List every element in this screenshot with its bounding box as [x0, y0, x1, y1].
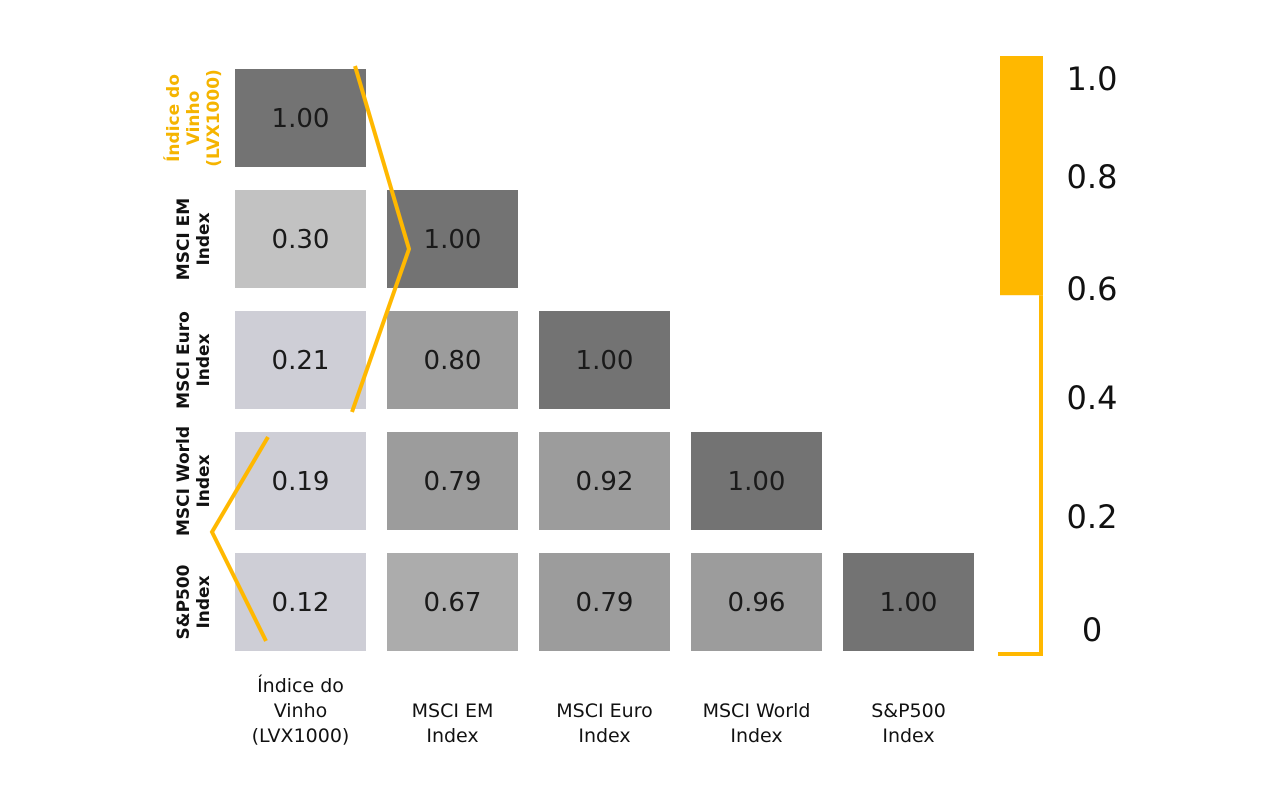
column-label-4-line-0: S&P500: [871, 700, 946, 722]
cell-value-r2-c1: 0.80: [424, 346, 482, 376]
row-label-2: MSCI EuroIndex: [174, 311, 214, 409]
row-label-1: MSCI EMIndex: [174, 198, 214, 280]
column-label-0-line-0: Índice do: [257, 674, 344, 697]
bracket-line-upper: [350, 65, 412, 413]
scale-tick-5: 0: [1082, 611, 1102, 649]
column-label-0: Índice do Vinho (LVX1000): [252, 674, 350, 747]
row-label-0: Índice doVinho(LVX1000): [162, 69, 224, 167]
cell-value-r4-c2: 0.79: [576, 588, 634, 618]
column-label-1-line-0: MSCI EM: [412, 700, 494, 722]
scale-bracket: [998, 295, 1043, 656]
cell-value-r3-c1: 0.79: [424, 467, 482, 497]
cell-r3-c1: [387, 432, 518, 530]
cell-r4-c0: [235, 553, 366, 651]
scale-tick-3: 0.4: [1067, 379, 1118, 417]
column-label-3-line-1: Index: [730, 725, 782, 747]
row-label-1-line-1: Index: [194, 212, 214, 265]
cell-r4-c3: [691, 553, 822, 651]
cell-r1-c1: [387, 190, 518, 288]
row-label-3-line-1: Index: [194, 454, 214, 507]
cell-r4-c2: [539, 553, 670, 651]
column-label-2-line-0: MSCI Euro: [556, 700, 652, 722]
cell-r3-c0: [235, 432, 366, 530]
row-label-4-line-0: S&P500: [174, 564, 194, 639]
cell-value-r0-c0: 1.00: [272, 104, 330, 134]
cell-value-r4-c3: 0.96: [728, 588, 786, 618]
cell-r2-c2: [539, 311, 670, 409]
cell-value-r3-c3: 1.00: [728, 467, 786, 497]
row-label-2-line-1: Index: [194, 333, 214, 386]
row-label-0-line-0: Índice do: [162, 74, 184, 162]
scale-tick-4: 0.2: [1067, 498, 1118, 536]
scale-fill: [1000, 56, 1043, 296]
cell-r2-c1: [387, 311, 518, 409]
row-label-3: MSCI WorldIndex: [174, 426, 214, 536]
cell-value-r4-c1: 0.67: [424, 588, 482, 618]
row-label-0-line-2: (LVX1000): [204, 69, 224, 167]
cell-r4-c1: [387, 553, 518, 651]
row-label-0-line-1: Vinho: [184, 91, 204, 146]
row-label-4-line-1: Index: [194, 575, 214, 628]
bracket-line-lower: [209, 435, 270, 642]
bracket-lines: [209, 65, 412, 642]
scale-tick-1: 0.8: [1067, 158, 1118, 196]
cell-value-r4-c0: 0.12: [272, 588, 330, 618]
cell-value-r2-c2: 1.00: [576, 346, 634, 376]
cell-r1-c0: [235, 190, 366, 288]
cell-r3-c3: [691, 432, 822, 530]
column-label-1-line-1: Index: [426, 725, 478, 747]
row-label-4: S&P500Index: [174, 564, 214, 639]
cell-r2-c0: [235, 311, 366, 409]
column-label-2-line-1: Index: [578, 725, 630, 747]
color-scale: 1.0 0.8 0.6 0.4 0.2 0: [998, 56, 1118, 656]
cell-value-r1-c1: 1.00: [424, 225, 482, 255]
column-label-0-line-1: Vinho: [274, 700, 328, 722]
scale-tick-2: 0.6: [1067, 270, 1118, 308]
cell-value-r1-c0: 0.30: [272, 225, 330, 255]
cell-r3-c2: [539, 432, 670, 530]
column-label-3-line-0: MSCI World: [703, 700, 811, 722]
row-label-1-line-0: MSCI EM: [174, 198, 194, 280]
cell-value-r3-c0: 0.19: [272, 467, 330, 497]
cell-value-r4-c4: 1.00: [880, 588, 938, 618]
column-label-4-line-1: Index: [882, 725, 934, 747]
cell-r4-c4: [843, 553, 974, 651]
scale-tick-0: 1.0: [1067, 60, 1118, 98]
row-labels: Índice doVinho(LVX1000)MSCI EMIndexMSCI …: [162, 69, 224, 639]
column-label-1: MSCI EM Index: [412, 700, 494, 747]
row-label-2-line-0: MSCI Euro: [174, 311, 194, 409]
cell-value-r3-c2: 0.92: [576, 467, 634, 497]
cell-r0-c0: [235, 69, 366, 167]
heatmap-cells: 1.00 0.30 1.00 0.21 0.80 1.00 0.19 0.79 0.92 1.00…: [235, 69, 974, 651]
row-label-3-line-0: MSCI World: [174, 426, 194, 536]
column-label-0-line-2: (LVX1000): [252, 725, 350, 747]
cell-value-r2-c0: 0.21: [272, 346, 330, 376]
